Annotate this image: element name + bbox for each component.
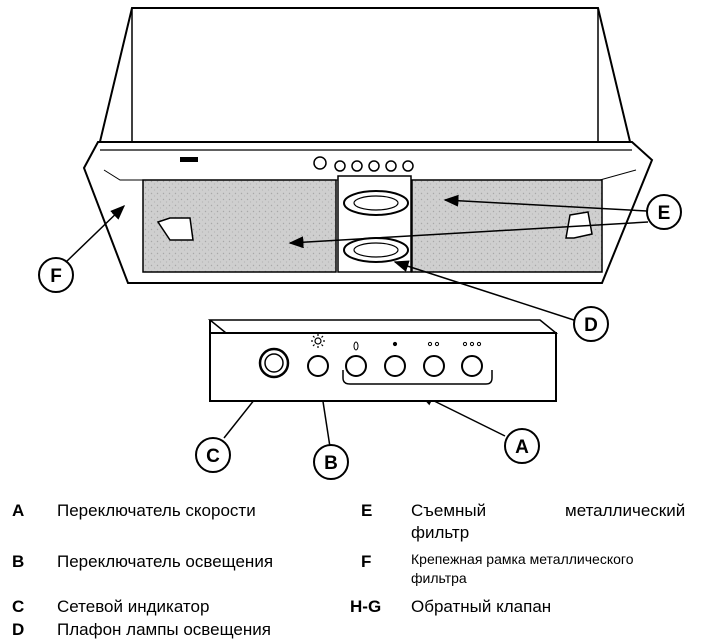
legend-text-f-line1: Крепежная рамка металлического [411,551,634,567]
speed-knob-3 [461,355,483,377]
leader-e-right [443,194,667,213]
leader-d [393,260,581,323]
lamp-panel [337,175,412,273]
legend-text-c: Сетевой индикатор [57,597,210,616]
legend-text-e-line2: фильтр [411,523,470,542]
legend-text-d: Плафон лампы освещения [57,620,271,639]
legend-text-a: Переключатель скорости [57,501,256,520]
leader-e-left [288,221,649,249]
legend-key-e: E [361,501,373,520]
legend-key-f: F [361,552,372,571]
legend-key-c: C [12,597,25,616]
svg-text:B: B [324,453,338,474]
sun-icon [311,334,325,348]
filter-handle-left [156,217,194,241]
filter-handle-right [565,211,593,239]
legend-key-d: D [12,620,25,639]
callout-c: C [195,437,231,473]
legend-key-b: B [12,552,25,571]
off-icon [353,341,359,351]
legend-key-a: A [12,501,25,520]
range-hood-diagram: E F D C B A [38,7,682,480]
front-control-strip [180,156,414,172]
speed-knob-off [345,355,367,377]
mini-indicator [313,156,327,170]
leader-f [65,204,126,263]
legend-text-b: Переключатель освещения [57,552,274,571]
callout-e: E [646,194,682,230]
speed-knob-1 [384,355,406,377]
svg-text:E: E [658,203,671,224]
svg-text:A: A [515,437,529,458]
legend-text-e-word1: Съемный [411,501,487,520]
brand-logo [180,157,198,162]
callout-b: B [313,444,349,480]
svg-text:F: F [50,266,62,287]
speed-3-icon [462,341,468,347]
speed-knob-2 [423,355,445,377]
callout-a: A [504,428,540,464]
legend-text-f-line2: фильтра [411,570,467,586]
control-panel-detail [207,319,559,402]
speed-2-icon [427,341,433,347]
speed-symbols [353,341,482,351]
filter-left [142,179,337,273]
callout-f: F [38,257,74,293]
legend-key-hg: H-G [350,597,382,616]
legend-text-e-word2: металлический [565,501,686,520]
speed-bracket [342,370,493,385]
callout-d: D [573,306,609,342]
svg-text:D: D [584,315,598,336]
speed-1-icon [392,341,398,347]
light-switch-knob [307,355,329,377]
svg-text:C: C [206,446,220,467]
legend-text-hg: Обратный клапан [411,597,552,616]
